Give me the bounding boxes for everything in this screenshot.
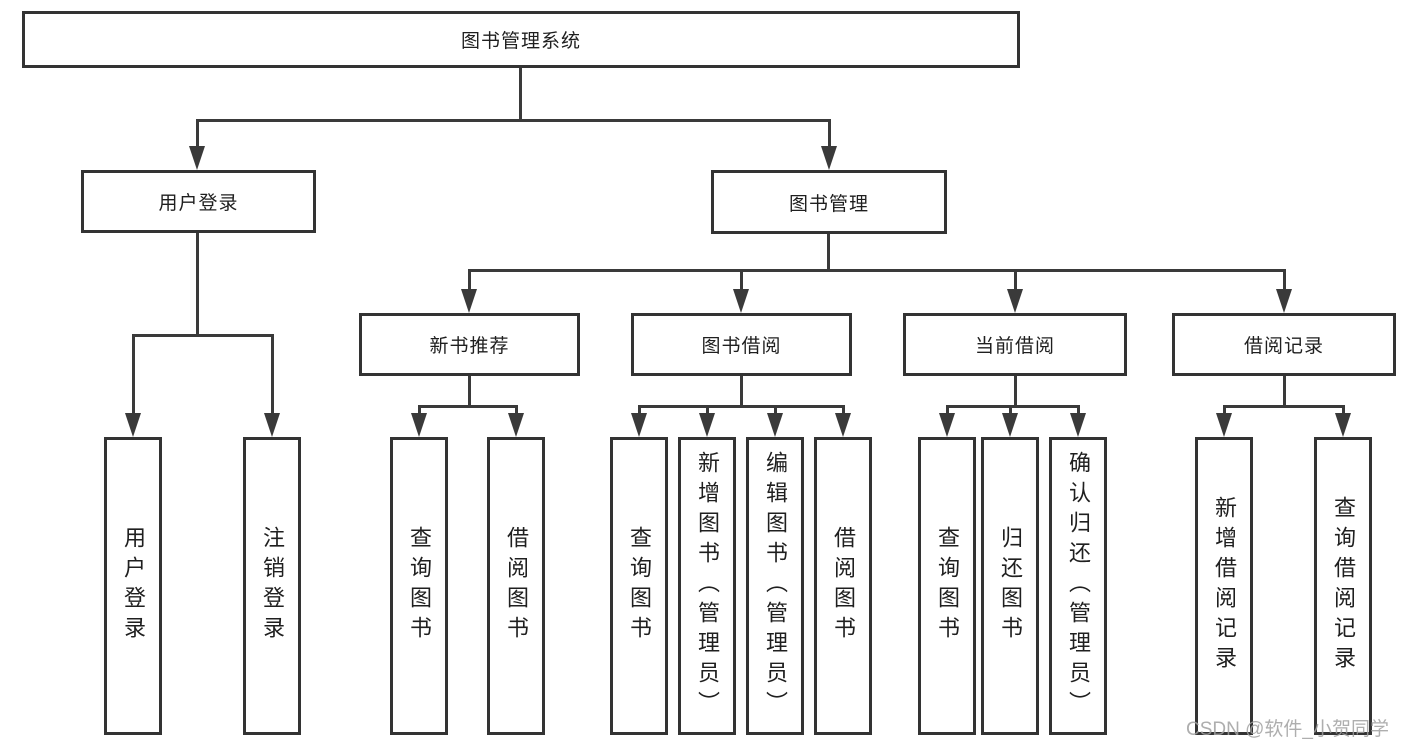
connector-line-vertical — [468, 269, 471, 292]
node-leaf-query-books: 查询图书 — [390, 437, 448, 735]
node-label: 图书借阅 — [701, 336, 782, 357]
arrow-down-icon — [461, 289, 477, 313]
connector-line-vertical — [1342, 405, 1345, 416]
node-label: 编辑图书（管理员） — [763, 451, 788, 721]
connector-line-horizontal — [638, 405, 845, 408]
connector-line-vertical — [271, 334, 274, 415]
connector-line-vertical — [196, 233, 199, 337]
arrow-down-icon — [125, 413, 141, 437]
node-label: 用户登录 — [121, 526, 146, 646]
node-leaf-query-books: 查询图书 — [918, 437, 976, 735]
connector-line-vertical — [946, 405, 949, 416]
node-leaf-user-login: 用户登录 — [104, 437, 162, 735]
node-leaf-borrow-books: 借阅图书 — [487, 437, 545, 735]
connector-line-vertical — [1014, 269, 1017, 292]
node-label: 新增图书（管理员） — [695, 451, 720, 721]
connector-line-vertical — [418, 405, 421, 416]
connector-line-vertical — [827, 234, 830, 272]
arrow-down-icon — [1335, 413, 1351, 437]
arrow-down-icon — [1216, 413, 1232, 437]
arrow-down-icon — [1070, 413, 1086, 437]
arrow-down-icon — [1276, 289, 1292, 313]
node-label: 确认归还（管理员） — [1066, 451, 1091, 721]
node-user-login: 用户登录 — [81, 170, 316, 233]
connector-line-horizontal — [196, 119, 831, 122]
node-leaf-confirm-return-admin: 确认归还（管理员） — [1049, 437, 1107, 735]
node-label: 借阅图书 — [504, 526, 529, 646]
node-leaf-add-books-admin: 新增图书（管理员） — [678, 437, 736, 735]
connector-line-vertical — [740, 269, 743, 292]
arrow-down-icon — [939, 413, 955, 437]
connector-line-vertical — [468, 376, 471, 408]
connector-line-vertical — [1077, 405, 1080, 416]
arrow-down-icon — [411, 413, 427, 437]
node-label: 新书推荐 — [429, 336, 510, 357]
connector-line-vertical — [828, 119, 831, 149]
node-label: 查询借阅记录 — [1331, 496, 1356, 676]
node-leaf-borrow-books: 借阅图书 — [814, 437, 872, 735]
connector-line-vertical — [1014, 376, 1017, 408]
node-leaf-query-borrow-record: 查询借阅记录 — [1314, 437, 1372, 735]
arrow-down-icon — [189, 146, 205, 170]
node-label: 图书管理 — [788, 193, 869, 215]
connector-line-vertical — [706, 405, 709, 416]
connector-line-horizontal — [1223, 405, 1345, 408]
node-label: 图书管理系统 — [460, 31, 581, 52]
node-leaf-logout: 注销登录 — [243, 437, 301, 735]
csdn-watermark: CSDN @软件_小贺同学 — [1186, 719, 1389, 740]
node-leaf-edit-books-admin: 编辑图书（管理员） — [746, 437, 804, 735]
connector-line-horizontal — [468, 269, 1286, 272]
arrow-down-icon — [508, 413, 524, 437]
node-label: 用户登录 — [158, 193, 239, 214]
arrow-down-icon — [821, 146, 837, 170]
node-label: 归还图书 — [998, 526, 1023, 646]
node-book-borrow: 图书借阅 — [631, 313, 852, 376]
node-leaf-return-books: 归还图书 — [981, 437, 1039, 735]
arrow-down-icon — [631, 413, 647, 437]
node-label: 借阅记录 — [1243, 336, 1324, 357]
connector-line-vertical — [132, 334, 135, 415]
connector-line-vertical — [842, 405, 845, 416]
connector-line-vertical — [1223, 405, 1226, 416]
arrow-down-icon — [733, 289, 749, 313]
connector-line-vertical — [519, 68, 522, 121]
node-label: 查询图书 — [935, 526, 960, 646]
node-new-book-recommend: 新书推荐 — [359, 313, 580, 376]
connector-line-horizontal — [946, 405, 1080, 408]
connector-line-vertical — [1283, 376, 1286, 408]
node-library-management-system: 图书管理系统 — [22, 11, 1020, 68]
node-leaf-add-borrow-record: 新增借阅记录 — [1195, 437, 1253, 735]
node-book-management: 图书管理 — [711, 170, 947, 234]
connector-line-horizontal — [132, 334, 274, 337]
arrow-down-icon — [767, 413, 783, 437]
connector-line-vertical — [774, 405, 777, 416]
connector-line-vertical — [515, 405, 518, 416]
connector-line-vertical — [1009, 405, 1012, 416]
arrow-down-icon — [264, 413, 280, 437]
arrow-down-icon — [699, 413, 715, 437]
arrow-down-icon — [835, 413, 851, 437]
arrow-down-icon — [1002, 413, 1018, 437]
node-current-borrow: 当前借阅 — [903, 313, 1127, 376]
node-label: 新增借阅记录 — [1212, 496, 1237, 676]
node-label: 借阅图书 — [831, 526, 856, 646]
connector-line-vertical — [196, 119, 199, 149]
node-leaf-query-books: 查询图书 — [610, 437, 668, 735]
connector-line-vertical — [638, 405, 641, 416]
node-label: 查询图书 — [627, 526, 652, 646]
connector-line-vertical — [1283, 269, 1286, 292]
node-label: 当前借阅 — [974, 336, 1055, 357]
node-label: 注销登录 — [260, 526, 285, 646]
connector-line-vertical — [740, 376, 743, 408]
node-label: 查询图书 — [407, 526, 432, 646]
connector-line-horizontal — [418, 405, 518, 408]
node-borrow-records: 借阅记录 — [1172, 313, 1396, 376]
arrow-down-icon — [1007, 289, 1023, 313]
